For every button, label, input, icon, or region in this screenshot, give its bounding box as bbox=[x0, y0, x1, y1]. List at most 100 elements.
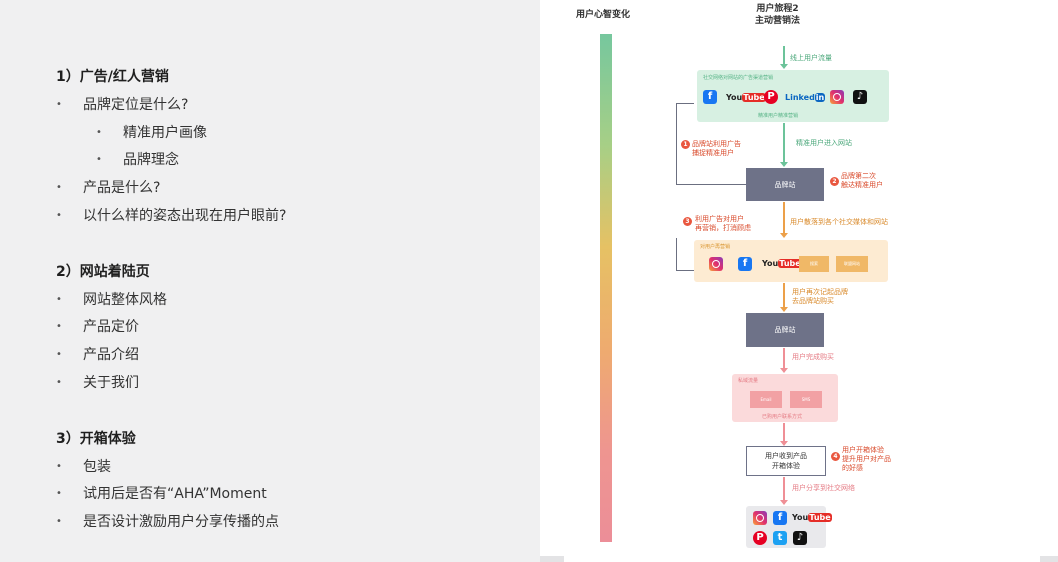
arrowhead bbox=[780, 233, 788, 238]
bullet: • bbox=[56, 182, 62, 193]
note-line: 用户开箱体验 bbox=[842, 446, 884, 454]
outline-item: • 试用后是否有“AHA”Moment bbox=[56, 483, 267, 503]
bullet: • bbox=[56, 488, 62, 499]
twitter-icon: t bbox=[773, 531, 787, 545]
youtube-icon: YouTube bbox=[792, 512, 832, 524]
panel-footer: 精准用户精准营销 bbox=[758, 113, 799, 119]
step-number-4: 4 bbox=[831, 452, 840, 461]
section-heading-landing: 2）网站着陆页 bbox=[56, 264, 150, 280]
outline-item-text: 产品定价 bbox=[83, 319, 139, 335]
bullet: • bbox=[56, 516, 62, 527]
arrowhead bbox=[780, 64, 788, 69]
bullet: • bbox=[56, 321, 62, 332]
outline-item-text: 品牌定位是什么? bbox=[83, 97, 189, 113]
edge-label-share: 用户分享到社交网络 bbox=[792, 484, 855, 492]
loop-line bbox=[676, 270, 694, 271]
loop-line bbox=[676, 103, 677, 184]
bullet: • bbox=[56, 349, 62, 360]
instagram-icon bbox=[830, 90, 844, 104]
bullet: • bbox=[96, 127, 102, 138]
box-line: 开箱体验 bbox=[772, 462, 800, 470]
loop-line bbox=[676, 184, 746, 185]
note-step-2: 品牌第二次触达精准用户 bbox=[841, 172, 883, 190]
outline-item-text: 关于我们 bbox=[83, 375, 139, 391]
step-number-2: 2 bbox=[830, 177, 839, 186]
edge-label-enter-site: 精准用户进入网站 bbox=[796, 139, 852, 147]
box-line: 用户收到产品 bbox=[765, 452, 807, 460]
loop-line bbox=[676, 103, 694, 104]
outline-item-text: 产品介绍 bbox=[83, 347, 139, 363]
column-title-mindset: 用户心智变化 bbox=[576, 10, 631, 20]
note-line: 利用广告对用户 bbox=[695, 215, 744, 223]
outline-item-text: 包装 bbox=[83, 459, 111, 475]
email-channel-box: Email bbox=[750, 391, 782, 408]
outline-item-text: 是否设计激励用户分享传播的点 bbox=[83, 514, 279, 530]
flow-arrow-line bbox=[783, 283, 785, 309]
youtube-tube: Tube bbox=[778, 259, 802, 268]
step-number-1: 1 bbox=[681, 140, 690, 149]
sms-channel-box: SMS bbox=[790, 391, 822, 408]
column-title-journey: 用户旅程2 主动营销法 bbox=[755, 3, 800, 27]
search-channel-box: 搜索 bbox=[799, 256, 829, 272]
bullet: • bbox=[56, 461, 62, 472]
panel-title: 社交网络对网站的广告渠道营销 bbox=[703, 75, 774, 81]
mindset-gradient-bar bbox=[600, 34, 612, 542]
flow-arrow-line bbox=[783, 123, 785, 164]
edge-label-purchase: 用户完成购买 bbox=[792, 353, 834, 361]
flow-arrow-line bbox=[783, 348, 785, 370]
brand-site-box: 品牌站 bbox=[746, 168, 824, 201]
note-line: 品牌第二次 bbox=[841, 172, 876, 180]
journey-title-line: 用户旅程2 bbox=[756, 4, 799, 14]
youtube-you: You bbox=[792, 513, 809, 522]
youtube-icon: YouTube bbox=[726, 92, 766, 104]
outline-item: • 是否设计激励用户分享传播的点 bbox=[56, 511, 279, 531]
edge-line: 去品牌站购买 bbox=[792, 297, 834, 305]
edge-label-remember: 用户再次记起品牌去品牌站购买 bbox=[792, 288, 848, 306]
panel-title: 对用户再营销 bbox=[700, 244, 731, 250]
outline-item: •网站整体风格 bbox=[56, 289, 167, 309]
outline-item-text: 试用后是否有“AHA”Moment bbox=[83, 486, 267, 502]
note-line: 提升用户对产品 bbox=[842, 455, 891, 463]
panel-footer: 已购用户联系方式 bbox=[762, 414, 803, 420]
bullet: • bbox=[56, 210, 62, 221]
edge-label-traffic: 线上用户流量 bbox=[790, 54, 832, 62]
facebook-icon: f bbox=[773, 511, 787, 525]
youtube-icon: YouTube bbox=[762, 258, 802, 270]
outline-item-text: 网站整体风格 bbox=[83, 292, 167, 308]
linkedin-text: Linked bbox=[785, 93, 815, 102]
outline-item: • 产品定价 bbox=[56, 316, 139, 336]
outline-item: • 包装 bbox=[56, 456, 111, 476]
bullet: • bbox=[56, 377, 62, 388]
note-line: 的好感 bbox=[842, 464, 863, 472]
arrowhead bbox=[780, 162, 788, 167]
note-line: 捕捉精准用户 bbox=[692, 149, 734, 157]
youtube-tube: Tube bbox=[742, 93, 766, 102]
note-step-3: 利用广告对用户再营销，打消顾虑 bbox=[695, 215, 751, 233]
panel-title: 私域流量 bbox=[738, 378, 759, 384]
note-line: 触达精准用户 bbox=[841, 181, 883, 189]
note-line: 再营销，打消顾虑 bbox=[695, 224, 751, 232]
horizontal-scrollbar-left[interactable] bbox=[540, 556, 564, 562]
outline-item: •产品是什么? bbox=[56, 177, 160, 197]
arrowhead bbox=[780, 307, 788, 312]
bullet: • bbox=[56, 99, 62, 110]
outline-item-text: 品牌理念 bbox=[123, 152, 179, 168]
youtube-tube: Tube bbox=[808, 513, 832, 522]
linkedin-icon: Linkedin bbox=[785, 92, 826, 104]
arrowhead bbox=[780, 500, 788, 505]
note-step-1: 品牌站利用广告捕捉精准用户 bbox=[692, 140, 741, 158]
outline-item: •以什么样的姿态出现在用户眼前? bbox=[56, 205, 286, 225]
facebook-icon: f bbox=[738, 257, 752, 271]
edge-line: 用户再次记起品牌 bbox=[792, 288, 848, 296]
horizontal-scrollbar-right[interactable] bbox=[1040, 556, 1058, 562]
youtube-you: You bbox=[726, 93, 743, 102]
arrowhead bbox=[780, 441, 788, 446]
affiliate-channel-box: 联盟网站 bbox=[836, 256, 868, 272]
outline-subitem: •精准用户画像 bbox=[96, 122, 207, 142]
outline-item: • 品牌定位是什么? bbox=[56, 94, 188, 114]
tiktok-icon: ♪ bbox=[853, 90, 867, 104]
arrowhead bbox=[780, 368, 788, 373]
pinterest-icon: P bbox=[764, 90, 778, 104]
pinterest-icon: P bbox=[753, 531, 767, 545]
outline-subitem: •品牌理念 bbox=[96, 149, 179, 169]
